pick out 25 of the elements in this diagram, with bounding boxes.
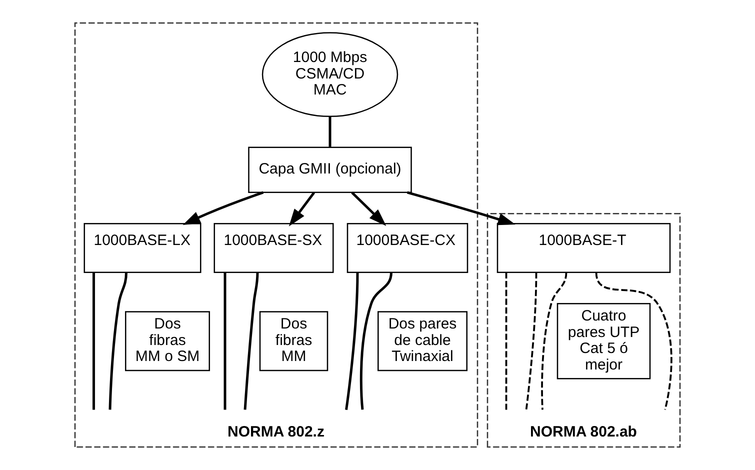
node-box: Capa GMII (opcional) <box>248 146 412 193</box>
node-box: Dos fibras MM o SM <box>125 311 210 372</box>
node-box: 1000BASE-T <box>496 222 671 273</box>
node-box: 1000BASE-SX <box>214 222 334 273</box>
connector <box>525 272 538 410</box>
arrow <box>351 192 386 226</box>
connector <box>345 272 359 410</box>
arrow <box>288 192 316 226</box>
node-box: Cuatro pares UTP Cat 5 ó mejor <box>556 302 651 380</box>
connector <box>595 272 672 410</box>
connector <box>505 272 508 410</box>
node-box: 1000BASE-LX <box>84 222 202 273</box>
connector <box>541 272 568 410</box>
node-box: Dos fibras MM <box>259 311 328 372</box>
connector <box>244 272 259 410</box>
connector <box>360 272 392 410</box>
connector <box>224 272 226 410</box>
node-box: Dos pares de cable Twinaxial <box>378 311 468 372</box>
arrow <box>406 191 516 226</box>
node-box: 1000BASE-CX <box>346 222 468 273</box>
connector <box>108 272 128 410</box>
connector <box>328 116 332 147</box>
node-ellipse: 1000 Mbps CSMA/CD MAC <box>262 32 398 118</box>
arrow <box>182 191 264 226</box>
connector <box>92 272 95 410</box>
